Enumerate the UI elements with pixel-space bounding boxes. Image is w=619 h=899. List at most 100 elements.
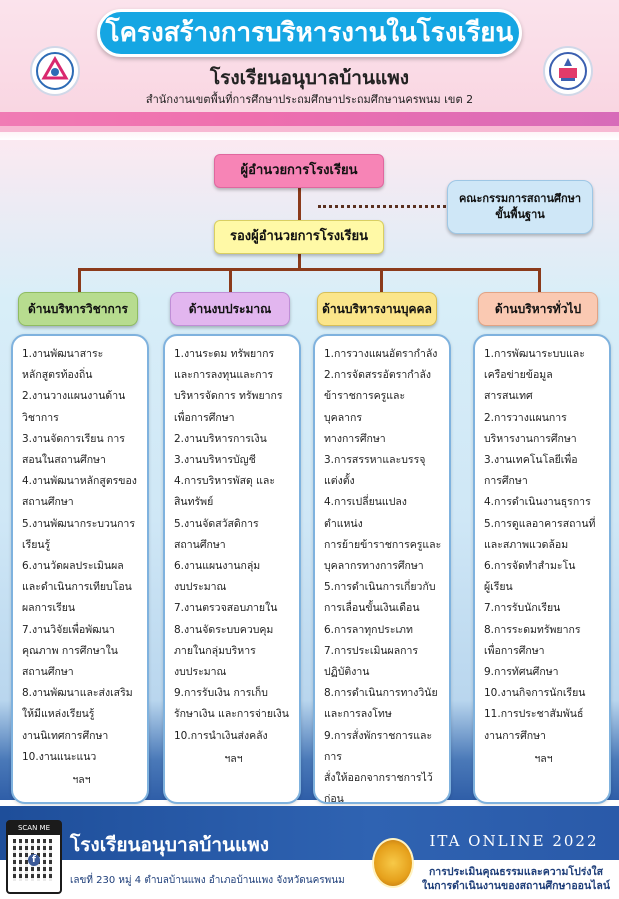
connector-dept3 [380,268,383,292]
list-item: การย้ายข้าราชการครูและ [324,538,442,551]
list-item: 5.งานจัดสวัสดิการ [174,517,259,530]
list-item: งานนิเทศการศึกษา [22,729,109,742]
list-item: และสภาพแวดล้อม [484,538,569,551]
director-box: ผู้อำนวยการโรงเรียน [214,154,384,188]
list-item: 1.การพัฒนาระบบและ [484,348,585,360]
ita-subtitle-line2: ในการดำเนินงานของสถานศึกษาออนไลน์ [421,880,611,892]
list-item: 3.งานเทคโนโลยีเพื่อ [484,454,578,467]
footer-school-name: โรงเรียนอนุบาลบ้านแพง [70,834,270,856]
list-item: 5.การดำเนินการเกี่ยวกับ [324,581,436,594]
list-item: และดำเนินการเทียบโอน [22,581,132,594]
connector-horizontal-bar [78,268,541,271]
etc-label: ฯลฯ [534,752,553,765]
list-item: บริหารงานการศึกษา [484,432,577,445]
list-item: 4.งานพัฒนาหลักสูตรของ [22,475,137,488]
list-item: ผลการเรียน [22,602,76,615]
etc-label: ฯลฯ [224,752,243,765]
list-item: สถานศึกษา [22,666,74,679]
list-item: 9.การทัศนศึกษา [484,666,559,679]
list-item: 1.งานพัฒนาสาระ [22,348,104,360]
school-name: โรงเรียนอนุบาลบ้านแพง [209,67,410,89]
footer-address: เลขที่ 230 หมู่ 4 ตำบลบ้านแพง อำเภอบ้านแ… [70,875,345,886]
list-item: งบประมาณ [174,581,227,594]
list-item: เครือข่ายข้อมูล [484,369,553,382]
list-item: เพื่อการศึกษา [174,411,235,424]
list-item: หลักสูตรท้องถิ่น [22,369,93,382]
page-title: โครงสร้างการบริหารงานในโรงเรียน [97,9,522,57]
list-item: งบประมาณ [174,666,227,679]
qr-code-box[interactable]: SCAN ME f [6,820,62,894]
ita-subtitle: การประเมินคุณธรรมและความโปร่งใส ในการดำเ… [414,865,618,893]
list-item: และการลงทุนและการ [174,369,274,382]
list-item: ผู้เรียน [484,581,513,594]
connector-director-deputy [298,188,301,220]
dept-budget-card: 1.งานระดม ทรัพยากรและการลงทุนและการบริหา… [163,334,301,804]
list-item: แต่งตั้ง [324,475,355,488]
list-item: 10.การนำเงินส่งคลัง [174,729,268,742]
ita-subtitle-line1: การประเมินคุณธรรมและความโปร่งใส [428,866,604,878]
list-item: รักษาเงิน และการจ่ายเงิน [174,708,289,721]
list-item: วิชาการ [22,411,59,424]
list-item: ให้มีแหล่งเรียนรู้ [22,708,95,721]
list-item: บุคลากรทางการศึกษา [324,560,424,573]
list-item: 5.การดูแลอาคารสถานที่ [484,517,596,530]
list-item: สถานศึกษา [22,496,74,509]
list-item: ภายในกลุ่มบริหาร [174,644,256,657]
list-item: สถานศึกษา [174,538,226,551]
list-item: คุณภาพ การศึกษาใน [22,644,118,657]
list-item: 6.การจัดทำสำมะโน [484,560,576,573]
list-item: 6.งานแผนงานกลุ่ม [174,560,261,573]
connector-dept1 [78,268,81,292]
list-item: 7.งานตรวจสอบภายใน [174,602,278,615]
school-logo [543,46,593,96]
list-item: สั่งให้ออกจากราชการไว้ [324,772,433,785]
obec-logo [30,46,80,96]
dept-budget-header: ด้านงบประมาณ [170,292,290,326]
list-item: สอนในสถานศึกษา [22,454,106,467]
list-item: เพื่อการศึกษา [484,644,545,657]
list-item: 10.งานกิจการนักเรียน [484,687,586,700]
triangle-emblem-icon [36,52,74,90]
list-item: บริหารจัดการ ทรัพยากร [174,390,283,403]
list-item: 7.การรับนักเรียน [484,602,561,615]
list-item: สินทรัพย์ [174,496,214,509]
list-item: 4.การดำเนินงานธุรการ [484,496,591,509]
pink-divider [0,112,619,126]
list-item: งานการศึกษา [484,729,546,742]
list-item: 8.การดำเนินการทางวินัย [324,687,438,700]
list-item: ทางการศึกษา [324,432,386,445]
office-name: สำนักงานเขตพื้นที่การศึกษาประถมศึกษาประถ… [145,93,474,106]
list-item: ก่อน [324,793,344,806]
list-item: 2.การจัดสรรอัตรากำลัง [324,369,432,382]
list-item: 4.การเปลี่ยนแปลงตำแหน่ง [324,496,407,530]
list-item: 7.งานวิจัยเพื่อพัฒนา [22,623,115,636]
committee-box: คณะกรรมการสถานศึกษา ขั้นพื้นฐาน [447,180,593,234]
footer-bar [0,806,619,860]
list-item: 7.การประเมินผลการ [324,644,419,657]
connector-dept4 [538,268,541,292]
dept-general-header: ด้านบริหารทั่วไป [478,292,598,326]
list-item: การศึกษา [484,475,528,488]
connector-committee-dotted [318,205,446,208]
committee-label-2: ขั้นพื้นฐาน [495,208,545,221]
dept-personnel-header: ด้านบริหารงานบุคคล [317,292,437,326]
list-item: ข้าราชการครูและบุคลากร [324,390,406,424]
list-item: เรียนรู้ [22,538,51,551]
dept-general-card: 1.การพัฒนาระบบและเครือข่ายข้อมูลสารสนเทศ… [473,334,611,804]
list-item: 10.งานแนะแนว [22,750,97,763]
list-item: 8.งานจัดระบบควบคุม [174,623,274,636]
pink-divider-light [0,126,619,132]
list-item: 6.การลาทุกประเภท [324,623,413,636]
scan-me-label: SCAN ME [8,822,60,835]
list-item: สารสนเทศ [484,390,533,403]
etc-label: ฯลฯ [72,774,91,787]
list-item: 3.งานบริหารบัญชี [174,454,256,467]
list-item: 8.การระดมทรัพยากร [484,623,581,636]
list-item: 3.งานจัดการเรียน การ [22,432,125,445]
footer-bottom [0,860,619,899]
list-item: 6.งานวัดผลประเมินผล [22,560,124,573]
list-item: ปฏิบัติงาน [324,666,370,679]
connector-deputy-bar [298,254,301,270]
